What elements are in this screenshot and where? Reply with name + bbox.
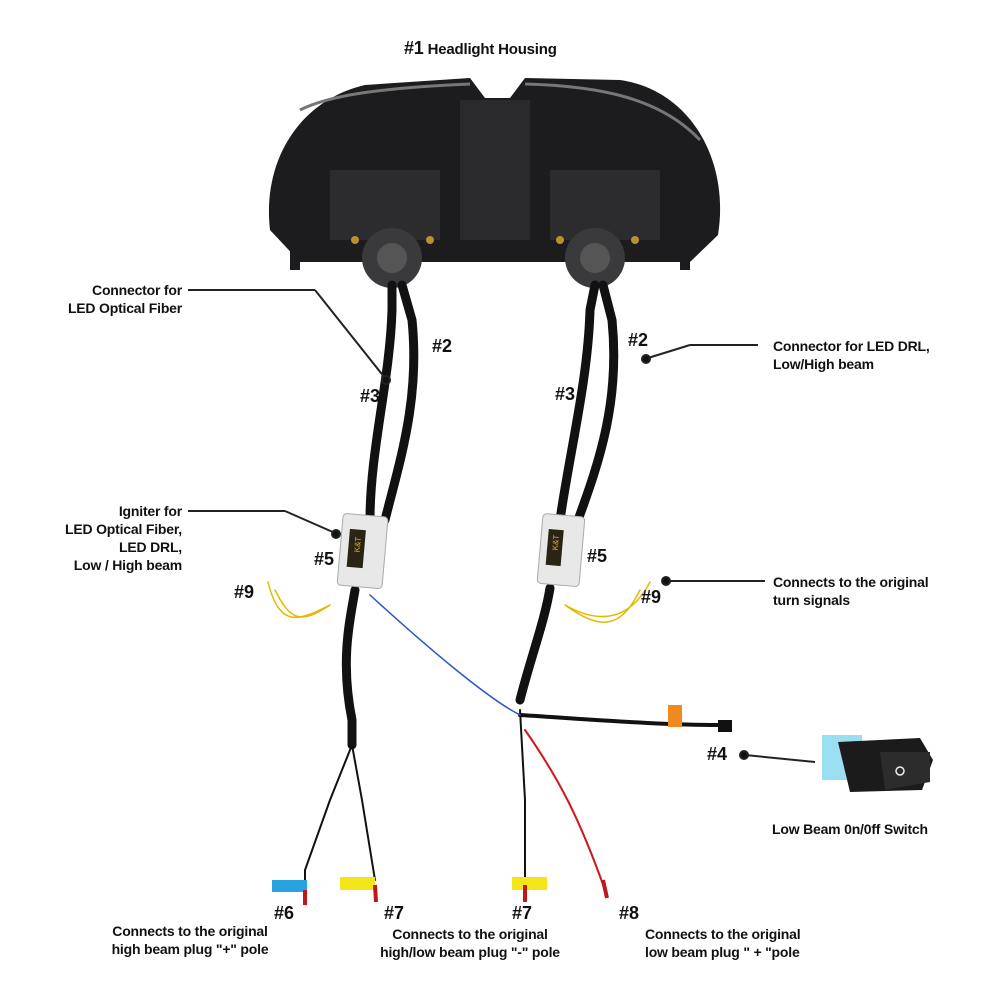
- callout-line: LED DRL,: [119, 539, 182, 555]
- marker-9-right: #9: [641, 587, 662, 607]
- callout-line: Connects to the original: [645, 926, 801, 942]
- marker-3-left: #3: [360, 386, 381, 406]
- callout-line: Igniter for: [118, 503, 182, 519]
- callout-line: turn signals: [773, 592, 850, 608]
- yellow-tag: [512, 877, 547, 890]
- leader-lines: [188, 289, 816, 763]
- marker-6: #6: [274, 903, 295, 923]
- yellow-tag: [340, 877, 375, 890]
- callout-switch: Low Beam 0n/0ff Switch: [772, 821, 928, 837]
- blue-tag: [272, 880, 307, 892]
- igniter-box-left: [336, 513, 389, 590]
- marker-5-left: #5: [314, 549, 335, 569]
- marker-2-right: #2: [628, 330, 649, 350]
- callout-igniter: Igniter for LED Optical Fiber, LED DRL, …: [65, 502, 182, 574]
- igniter-box-right: [536, 513, 586, 587]
- wire-harness: [267, 280, 722, 891]
- callout-line: high beam plug "+" pole: [111, 941, 269, 957]
- callout-high-plus: Connects to the original high beam plug …: [80, 922, 300, 958]
- marker-2-left: #2: [432, 336, 453, 356]
- callout-optical-fiber: Connector for LED Optical Fiber: [68, 281, 182, 317]
- callout-drl: Connector for LED DRL, Low/High beam: [773, 337, 930, 373]
- brand-logo-left: K&T: [352, 536, 363, 553]
- marker-7-right: #7: [512, 903, 533, 923]
- marker-9-left: #9: [234, 582, 255, 602]
- callout-line: high/low beam plug "-" pole: [380, 944, 560, 960]
- headlight-housing: [268, 78, 721, 288]
- callout-line: low beam plug " + "pole: [645, 944, 800, 960]
- callout-minus: Connects to the original high/low beam p…: [350, 925, 590, 961]
- callout-low-plus: Connects to the original low beam plug "…: [645, 925, 801, 961]
- marker-4: #4: [707, 744, 728, 764]
- callout-line: Connects to the original: [112, 923, 268, 939]
- switch-illustration: [822, 735, 933, 792]
- callout-line: LED Optical Fiber: [67, 300, 182, 316]
- marker-3-right: #3: [555, 384, 576, 404]
- marker-7-left: #7: [384, 903, 405, 923]
- callout-line: Low / High beam: [73, 557, 182, 573]
- title-number: #1: [404, 38, 424, 58]
- title-text: Headlight Housing: [427, 41, 557, 58]
- callout-line: Connects to the original: [392, 926, 548, 942]
- callout-line: Low/High beam: [773, 356, 874, 372]
- callout-line: Connector for: [92, 282, 182, 298]
- orange-tag: [668, 705, 682, 727]
- callout-line: LED Optical Fiber,: [65, 521, 182, 537]
- marker-5-right: #5: [587, 546, 608, 566]
- switch-connector: [718, 720, 732, 732]
- callout-turn-signals: Connects to the original turn signals: [773, 573, 929, 609]
- brand-logo-right: K&T: [550, 534, 561, 551]
- title-headlight-housing: #1 Headlight Housing: [404, 39, 557, 59]
- callout-line: Connector for LED DRL,: [773, 338, 930, 354]
- callout-line: Connects to the original: [773, 574, 929, 590]
- marker-8: #8: [619, 903, 640, 923]
